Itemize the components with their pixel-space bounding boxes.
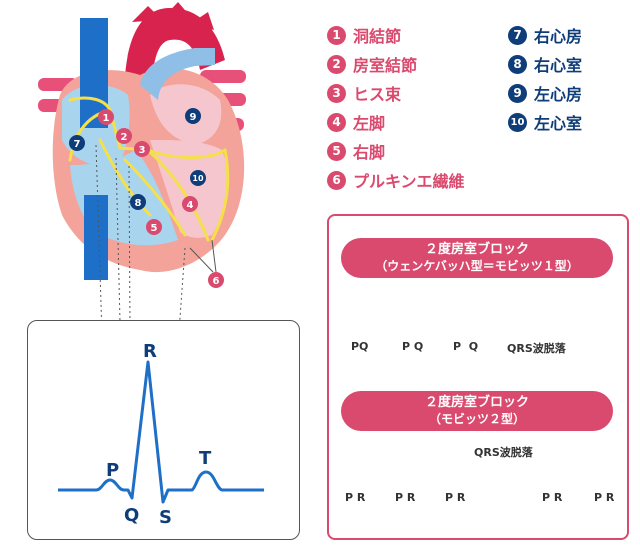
heart-marker-2: 2 (121, 132, 128, 143)
block1-title-pill: ２度房室ブロック （ウェンケバッハ型＝モビッツ１型） (341, 238, 613, 278)
legend-item-2: 2 房室結節 (327, 52, 417, 76)
legend-label-right-bundle: 右脚 (353, 143, 386, 162)
legend-item-1: 1 洞結節 (327, 23, 401, 47)
heart-marker-6: 6 (213, 276, 220, 287)
legend-label-left-atrium: 左心房 (534, 85, 583, 104)
legend-label-av-node: 房室結節 (353, 56, 418, 75)
legend-label-left-ventricle: 左心室 (534, 114, 583, 133)
legend-label-right-ventricle: 右心室 (534, 56, 583, 75)
block2-pr-label-5: P R (594, 491, 615, 504)
legend-number-7: 7 (508, 25, 527, 45)
block2-title-pill: ２度房室ブロック （モビッツ２型） (341, 391, 613, 431)
block1-pq-label-1: PQ (351, 340, 369, 353)
legend-item-6: 6 プルキンエ繊維 (327, 168, 465, 192)
block1-pq-label-2: P Q (402, 340, 424, 353)
block2-pr-label-1: P R (345, 491, 366, 504)
legend-label-right-atrium: 右心房 (534, 27, 583, 46)
legend-number-4: 4 (327, 112, 346, 132)
legend-number-9: 9 (508, 83, 527, 103)
legend-item-8: 8 右心室 (508, 52, 582, 76)
legend-label-sinus-node: 洞結節 (353, 27, 402, 46)
inferior-vena-cava (84, 195, 108, 280)
block1-dropped-label: QRS波脱落 (507, 342, 566, 355)
heart-marker-8: 8 (135, 198, 142, 209)
block2-pr-label-3: P R (445, 491, 466, 504)
legend-item-7: 7 右心房 (508, 23, 582, 47)
pulmonary-artery (140, 48, 215, 100)
block2-title: ２度房室ブロック (424, 395, 529, 410)
heart-marker-1: 1 (103, 113, 110, 124)
block2-pr-label-2: P R (395, 491, 416, 504)
legend-number-8: 8 (508, 54, 527, 74)
legend-number-1: 1 (327, 25, 346, 45)
block1-pq-label-3: P Q (453, 340, 479, 353)
heart-marker-7: 7 (74, 139, 81, 150)
legend-item-4: 4 左脚 (327, 110, 385, 134)
legend-number-6: 6 (327, 170, 346, 190)
legend-number-3: 3 (327, 83, 346, 103)
legend-item-10: 10 左心室 (508, 110, 582, 134)
block1-title: ２度房室ブロック (424, 242, 529, 257)
ecg-waveform-box (27, 320, 300, 540)
heart-marker-9: 9 (190, 112, 197, 123)
block2-subtitle: （モビッツ２型） (428, 412, 525, 426)
legend-item-9: 9 左心房 (508, 81, 582, 105)
block2-pr-label-4: P R (542, 491, 563, 504)
legend-number-5: 5 (327, 141, 346, 161)
heart-marker-3: 3 (139, 145, 146, 156)
legend-label-his-bundle: ヒス束 (353, 85, 402, 104)
legend-label-left-bundle: 左脚 (353, 114, 386, 133)
legend-item-3: 3 ヒス束 (327, 81, 401, 105)
block2-dropped-label: QRS波脱落 (474, 446, 533, 459)
legend-label-purkinje: プルキンエ繊維 (353, 172, 465, 191)
heart-marker-10: 10 (192, 174, 204, 183)
legend-item-5: 5 右脚 (327, 139, 385, 163)
left-ventricle (150, 140, 228, 238)
block1-subtitle: （ウェンケバッハ型＝モビッツ１型） (375, 259, 579, 273)
heart-marker-4: 4 (187, 200, 194, 211)
heart-marker-5: 5 (151, 223, 158, 234)
legend-number-10: 10 (508, 112, 527, 132)
legend-number-2: 2 (327, 54, 346, 74)
